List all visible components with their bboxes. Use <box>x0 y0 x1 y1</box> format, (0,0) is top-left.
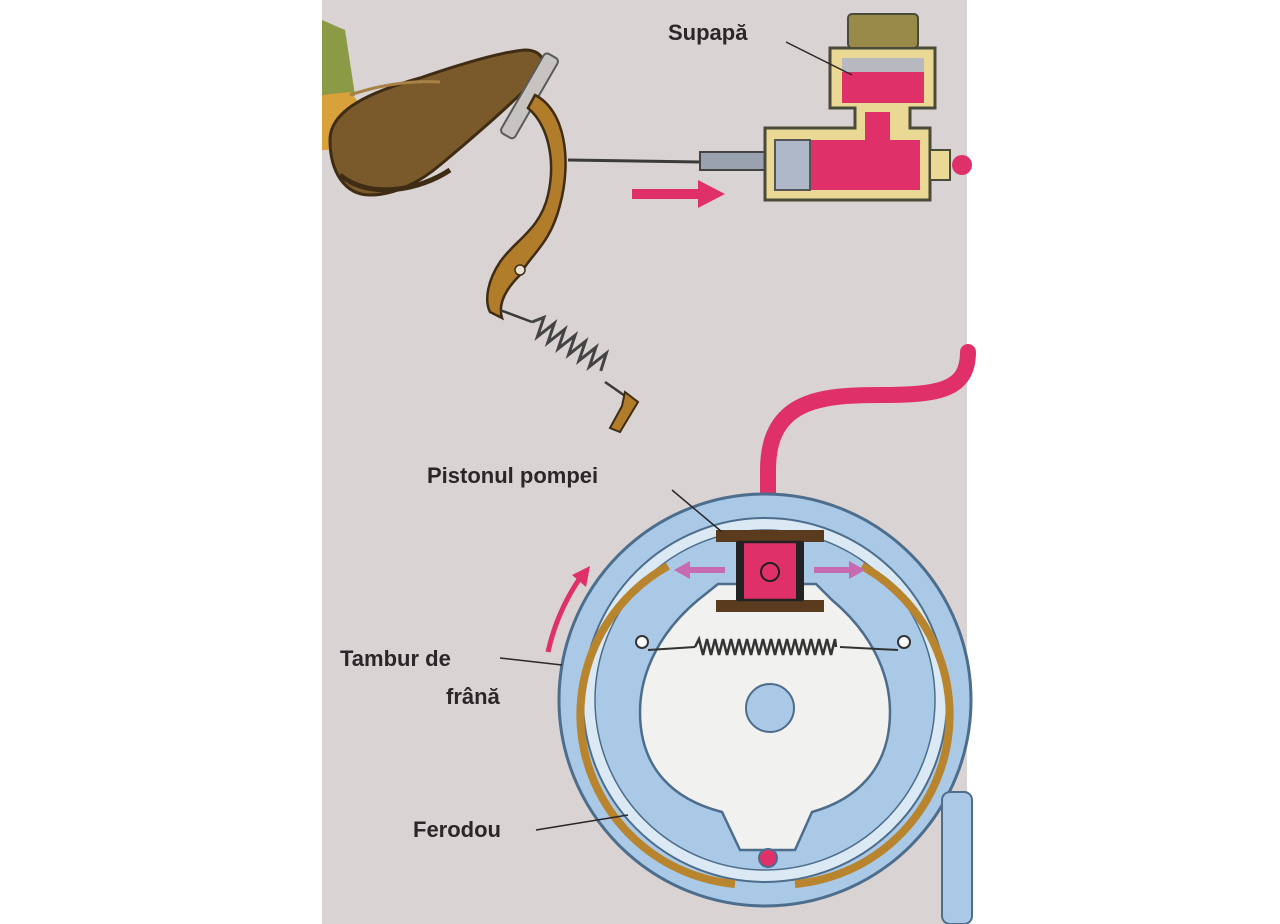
return-spring-icon <box>499 308 640 434</box>
rotation-arrow <box>545 566 590 653</box>
hub <box>745 683 795 733</box>
master-cylinder <box>699 13 972 202</box>
wheel-cylinder <box>716 530 824 612</box>
shoe-spring <box>635 635 911 656</box>
edge-object <box>941 791 973 924</box>
brake-pedal-icon <box>486 52 567 321</box>
leader-valve <box>785 41 853 76</box>
leader-drum <box>499 657 563 666</box>
brake-hose <box>760 344 976 543</box>
leader-lining <box>535 814 629 831</box>
piston-arrows <box>674 561 865 579</box>
push-arrow-icon <box>632 180 725 208</box>
label-drum-line1: Tambur de <box>340 646 451 671</box>
label-valve: Supapă <box>668 20 748 45</box>
brake-linings <box>576 562 954 888</box>
adjuster-pin <box>758 848 778 868</box>
label-lining: Ferodou <box>413 817 501 842</box>
label-drum-line2: frână <box>446 684 501 709</box>
leader-pump-piston <box>671 489 723 533</box>
push-rod <box>567 158 701 164</box>
label-pump-piston: Pistonul pompei <box>427 463 598 488</box>
